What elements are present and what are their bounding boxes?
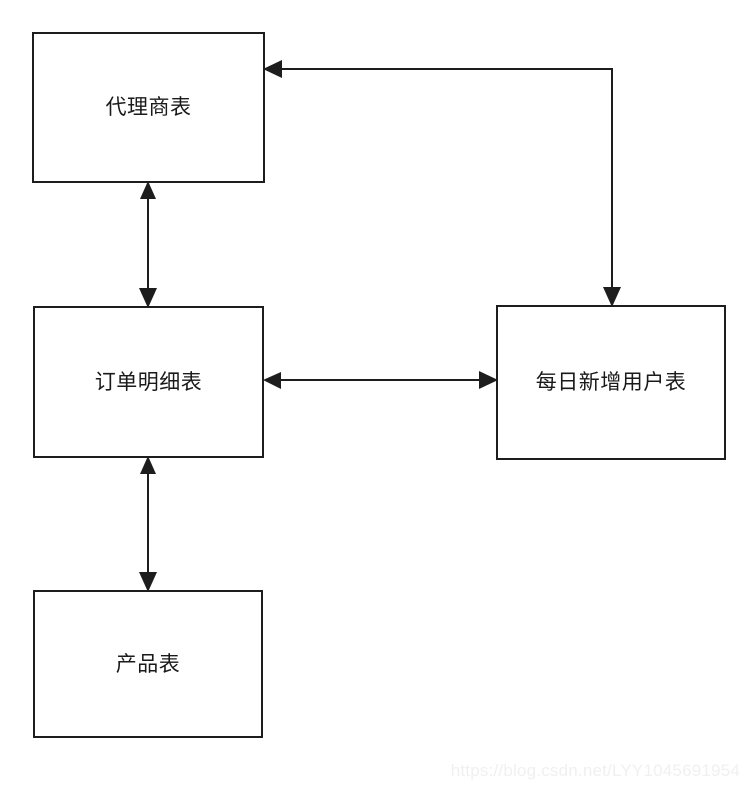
node-product-table-label: 产品表 [115,651,181,676]
node-order-detail-table-label: 订单明细表 [94,369,203,394]
node-agent-table-label: 代理商表 [105,95,192,119]
node-order-detail-table[interactable]: 订单明细表 [33,306,264,458]
node-daily-new-user-table-label: 每日新增用户表 [535,370,687,394]
edge-order-daily [263,371,498,389]
edge-daily-agent [263,60,621,307]
watermark-text: https://blog.csdn.net/LYY1045691954 [450,761,740,780]
node-product-table[interactable]: 产品表 [33,590,263,738]
node-agent-table[interactable]: 代理商表 [32,32,265,183]
edge-agent-order [139,181,157,308]
edge-order-product [139,456,157,592]
node-daily-new-user-table[interactable]: 每日新增用户表 [496,305,726,460]
